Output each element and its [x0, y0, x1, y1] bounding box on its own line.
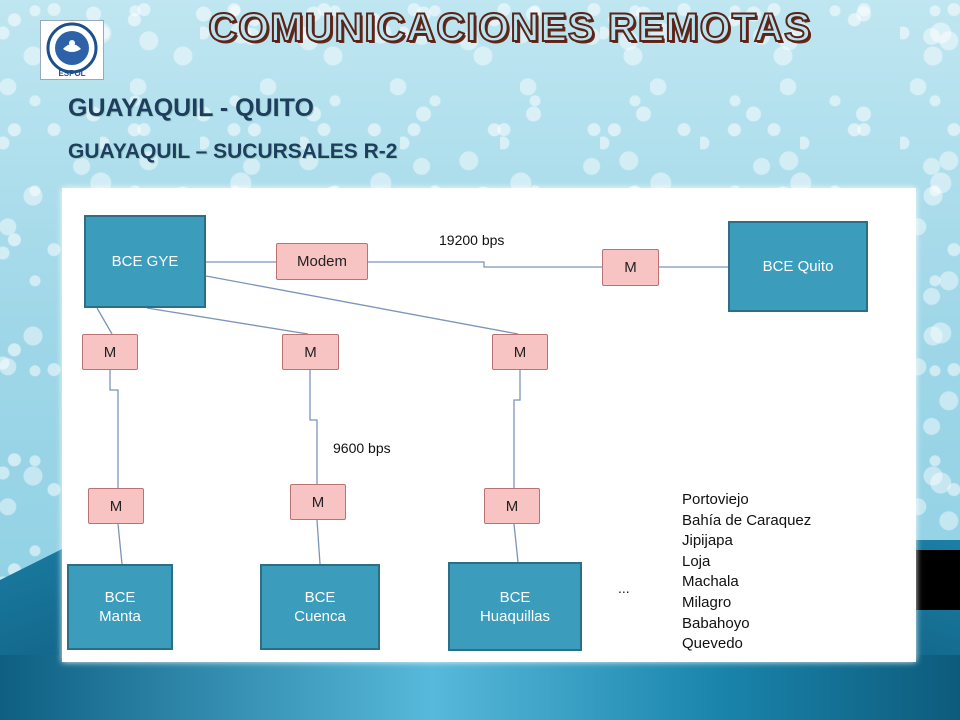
page-title: COMUNICACIONES REMOTAS	[207, 5, 812, 51]
modem-bottom-right: M	[484, 488, 540, 524]
espol-seal-icon: ESPOL	[46, 22, 98, 78]
list-item: Loja	[682, 552, 711, 570]
list-item: Babahoyo	[682, 614, 750, 632]
modem-bottom-center: M	[290, 484, 346, 520]
modem-top-right: M	[492, 334, 548, 370]
site-bce-huaquillas: BCE Huaquillas	[448, 562, 582, 651]
subtitle-guayaquil-sucursales: GUAYAQUIL – SUCURSALES R-2	[68, 140, 398, 163]
link-modem-quito-m	[368, 261, 602, 268]
site-bce-cuenca: BCE Cuenca	[260, 564, 380, 650]
link-top-center-bottom-center	[309, 370, 318, 484]
list-item: Portoviejo	[682, 491, 749, 508]
link-top-right-bottom-right	[513, 370, 521, 488]
site-bce-gye: BCE GYE	[84, 215, 206, 308]
list-item: Quevedo	[682, 635, 743, 653]
list-item: Machala	[682, 573, 739, 591]
other-branches-list: Portoviejo Bahía de Caraquez Jipijapa Lo…	[682, 490, 811, 655]
link-gye-top-center	[146, 307, 309, 335]
link-top-left-bottom-left	[109, 370, 119, 488]
more-branches-ellipsis: ...	[618, 580, 630, 596]
decor-black-block	[912, 550, 960, 610]
modem-top-left: M	[82, 334, 138, 370]
list-item: Milagro	[682, 593, 732, 611]
list-item: Jipijapa	[682, 532, 733, 550]
espol-logo: ESPOL	[40, 20, 104, 80]
subtitle-guayaquil-quito: GUAYAQUIL - QUITO	[68, 94, 314, 122]
list-item: Bahía de Caraquez	[682, 511, 812, 529]
link-bottom-left-manta	[117, 523, 123, 565]
site-bce-manta: BCE Manta	[67, 564, 173, 650]
speed-label-quito: 19200 bps	[439, 232, 505, 248]
link-gye-top-right	[205, 275, 519, 335]
modem-bottom-left: M	[88, 488, 144, 524]
link-bottom-right-huaquillas	[513, 523, 519, 563]
decor-wave-bottom	[0, 655, 960, 720]
logo-text: ESPOL	[58, 69, 85, 78]
modem-top-center: M	[282, 334, 339, 370]
link-bottom-center-cuenca	[316, 519, 321, 565]
network-diagram: BCE GYE BCE Quito BCE Manta BCE Cuenca B…	[62, 188, 916, 662]
modem-main: Modem	[276, 243, 368, 280]
speed-label-branch: 9600 bps	[333, 440, 391, 456]
link-gye-top-left	[96, 307, 113, 335]
connection-lines	[96, 261, 728, 565]
site-bce-quito: BCE Quito	[728, 221, 868, 312]
modem-quito: M	[602, 249, 659, 286]
